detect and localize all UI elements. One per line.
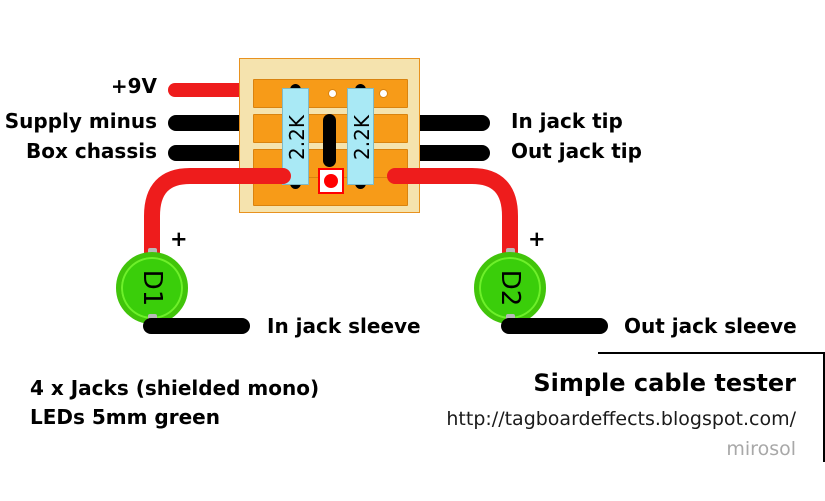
source-url[interactable]: http://tagboardeffects.blogspot.com/ xyxy=(446,408,796,430)
label-box-chassis: Box chassis xyxy=(25,139,157,163)
board-hole xyxy=(379,89,388,98)
author-credit: mirosol xyxy=(726,438,796,460)
label-supply-plus: +9V xyxy=(110,74,157,98)
label-supply-minus: Supply minus xyxy=(4,109,157,133)
label-in-jack-sleeve: In jack sleeve xyxy=(267,314,421,338)
resistor-r2-value: 2.2K xyxy=(349,115,374,160)
red-dot-icon xyxy=(324,174,338,188)
red-dot-marker xyxy=(318,168,344,194)
wire-link-jumper xyxy=(323,114,336,167)
title-block-frame xyxy=(598,352,825,462)
led-d2-polarity: + xyxy=(528,227,546,251)
resistor-r2: 2.2K xyxy=(347,88,374,185)
resistor-r1-value: 2.2K xyxy=(284,115,309,160)
board-hole xyxy=(328,89,337,98)
resistor-r1: 2.2K xyxy=(282,88,309,185)
led-d2-label: D2 xyxy=(495,269,525,307)
note-jacks: 4 x Jacks (shielded mono) xyxy=(30,376,320,400)
label-out-jack-tip: Out jack tip xyxy=(511,139,642,163)
note-leds: LEDs 5mm green xyxy=(30,405,220,429)
label-in-jack-tip: In jack tip xyxy=(511,109,623,133)
label-out-jack-sleeve: Out jack sleeve xyxy=(624,314,797,338)
diagram-title: Simple cable tester xyxy=(533,369,796,397)
led-d1-label: D1 xyxy=(137,269,167,307)
led-d1-polarity: + xyxy=(170,227,188,251)
bill-of-materials-notes: 4 x Jacks (shielded mono) LEDs 5mm green xyxy=(30,374,319,432)
wire-out-jack-sleeve xyxy=(501,318,608,334)
wire-in-jack-sleeve xyxy=(143,318,250,334)
